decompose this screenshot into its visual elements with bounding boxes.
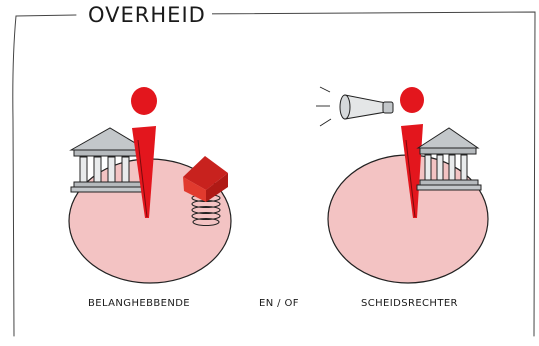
government-building-icon — [69, 127, 150, 193]
left-scene — [68, 87, 232, 284]
person-icon — [400, 87, 424, 218]
frame — [12, 11, 536, 337]
right-scene — [316, 86, 489, 284]
caption-stakeholder: BELANGHEBBENDE — [88, 298, 191, 309]
caption-and-or: EN / OF — [259, 298, 299, 309]
megaphone-icon — [316, 86, 394, 127]
person-icon — [131, 87, 157, 218]
caption-arbiter: SCHEIDSRECHTER — [361, 298, 458, 309]
house-on-spring-icon — [183, 156, 228, 227]
diagram-title: OVERHEID — [82, 3, 212, 27]
government-building-icon — [416, 127, 482, 191]
